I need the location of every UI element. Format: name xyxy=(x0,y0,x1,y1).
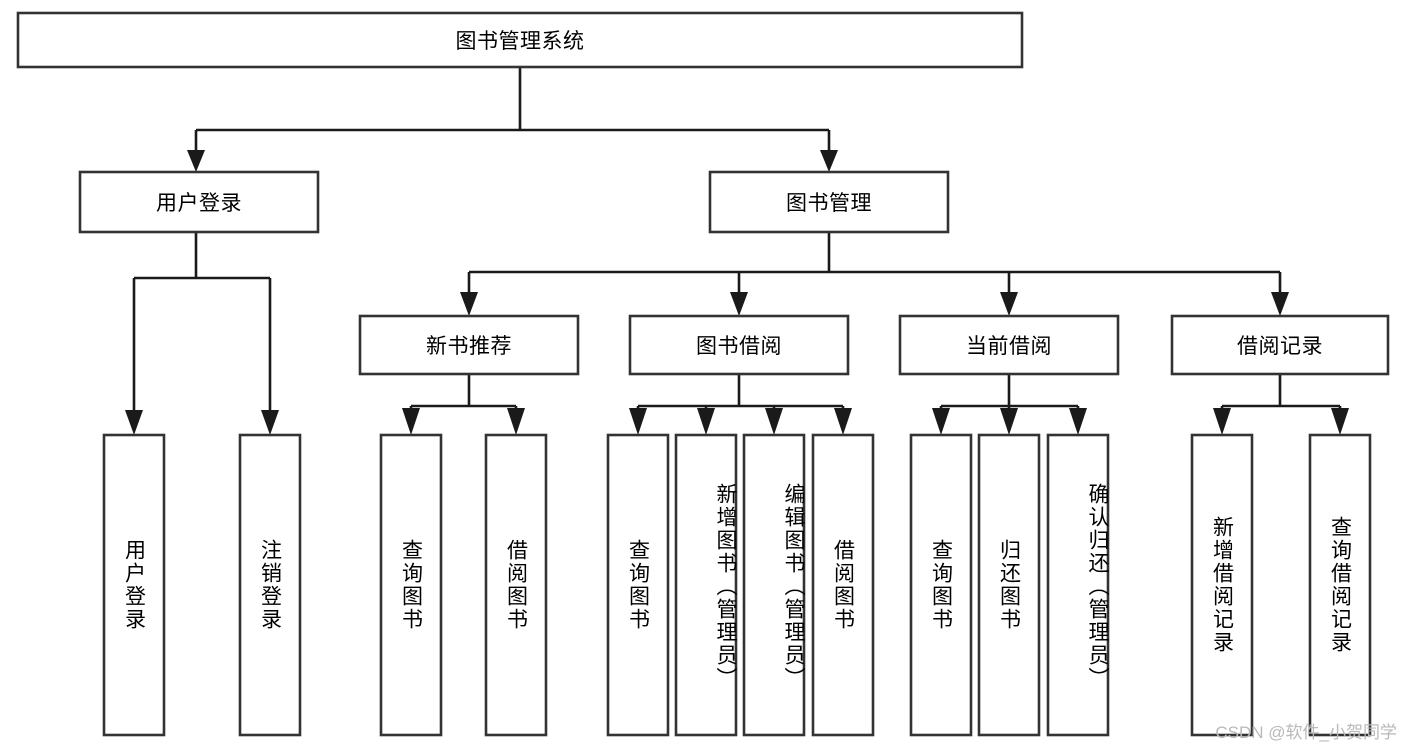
node-box-leaf-confirm-return[interactable] xyxy=(1046,433,1110,737)
node-box-leaf-query-book-1[interactable] xyxy=(379,433,443,737)
csdn-watermark: CSDN @软件_小贺同学 xyxy=(1215,723,1397,742)
arrowhead-current-borrow xyxy=(1000,292,1018,316)
node-box-leaf-user-logout[interactable] xyxy=(238,433,302,737)
arrowhead-book-manage xyxy=(820,150,838,172)
arrowhead-user-login xyxy=(187,150,205,172)
node-box-leaf-add-record[interactable] xyxy=(1190,433,1254,737)
node-box-new-book-recommend[interactable] xyxy=(358,314,580,376)
connector-layer xyxy=(125,67,1349,435)
node-box-leaf-borrow-book-1[interactable] xyxy=(484,433,548,737)
node-box-leaf-user-login[interactable] xyxy=(102,433,166,737)
node-box-root[interactable] xyxy=(16,11,1024,69)
arrowhead-leaf-query-book-2 xyxy=(629,408,647,435)
arrowhead-leaf-borrow-book-2 xyxy=(834,408,852,435)
node-box-user-login[interactable] xyxy=(78,170,320,234)
arrowhead-leaf-edit-book xyxy=(765,408,783,435)
arrowhead-leaf-query-book-3 xyxy=(932,408,950,435)
node-box-leaf-query-book-2[interactable] xyxy=(606,433,670,737)
arrowhead-leaf-borrow-book-1 xyxy=(507,408,525,435)
box-layer xyxy=(16,11,1390,737)
node-box-book-borrow[interactable] xyxy=(628,314,850,376)
arrowhead-book-borrow xyxy=(730,292,748,316)
arrowhead-leaf-add-book xyxy=(697,408,715,435)
arrowhead-leaf-query-record xyxy=(1331,408,1349,435)
arrowhead-leaf-query-book-1 xyxy=(402,408,420,435)
arrowhead-leaf-confirm-return xyxy=(1069,408,1087,435)
node-box-leaf-return-book[interactable] xyxy=(977,433,1041,737)
node-box-leaf-borrow-book-2[interactable] xyxy=(811,433,875,737)
node-box-leaf-edit-book[interactable] xyxy=(742,433,806,737)
node-box-leaf-add-book[interactable] xyxy=(674,433,738,737)
node-box-book-manage[interactable] xyxy=(708,170,950,234)
arrowhead-leaf-user-login xyxy=(125,410,143,435)
node-box-current-borrow[interactable] xyxy=(898,314,1120,376)
node-box-leaf-query-book-3[interactable] xyxy=(909,433,973,737)
arrowhead-new-book-recommend xyxy=(460,292,478,316)
arrowhead-leaf-add-record xyxy=(1213,408,1231,435)
node-box-leaf-query-record[interactable] xyxy=(1308,433,1372,737)
node-box-borrow-record[interactable] xyxy=(1170,314,1390,376)
arrowhead-borrow-record xyxy=(1271,292,1289,316)
arrowhead-leaf-user-logout xyxy=(261,410,279,435)
arrowhead-leaf-return-book xyxy=(1000,408,1018,435)
